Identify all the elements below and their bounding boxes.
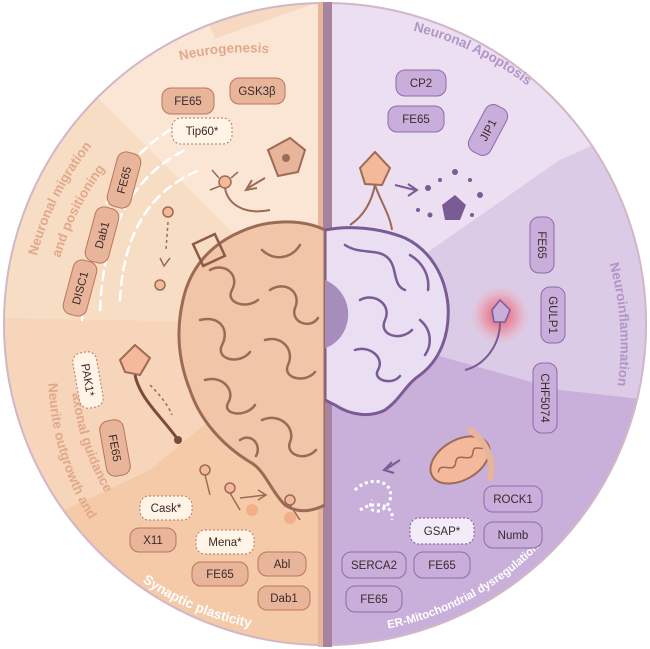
svg-text:FE65: FE65 — [174, 96, 202, 108]
pill-synaptic-fe65: FE65 — [191, 561, 249, 587]
pill-er-gsap: GSAP* — [409, 517, 475, 545]
pill-apoptosis-jip1: JIP1 — [467, 104, 509, 156]
brain-right — [325, 226, 450, 417]
pill-inflammation-gulp1: GULP1 — [540, 286, 566, 344]
svg-text:SERCA2: SERCA2 — [351, 560, 397, 572]
pill-er-rock1: ROCK1 — [483, 485, 543, 513]
svg-text:FE65: FE65 — [360, 594, 388, 606]
pill-synaptic-cask: Cask* — [139, 495, 193, 521]
apoptosis-illustration — [349, 150, 483, 231]
pill-synaptic-dab1: Dab1 — [257, 585, 311, 611]
svg-text:Mena*: Mena* — [208, 537, 242, 549]
synaptic-illustration — [199, 464, 301, 524]
pill-synaptic-mena: Mena* — [195, 529, 255, 555]
er-mito-illustration — [353, 427, 495, 521]
brain-left — [177, 220, 325, 513]
svg-text:ROCK1: ROCK1 — [493, 494, 533, 506]
migration-illustration — [154, 206, 174, 291]
pill-synaptic-abl: Abl — [257, 551, 307, 577]
svg-text:Dab1: Dab1 — [270, 593, 298, 605]
svg-text:GSK3β: GSK3β — [238, 86, 276, 98]
svg-text:FE65: FE65 — [206, 569, 234, 581]
svg-text:CP2: CP2 — [410, 78, 432, 90]
pill-er-serca2: SERCA2 — [341, 551, 407, 579]
svg-text:PAK1*: PAK1* — [78, 363, 96, 398]
pill-neurogenesis-gsk3b: GSK3β — [229, 77, 286, 105]
svg-text:FE65: FE65 — [402, 114, 430, 126]
svg-text:Cask*: Cask* — [151, 503, 182, 515]
svg-text:FE65: FE65 — [535, 231, 547, 259]
pill-inflammation-chf5074: CHF5074 — [532, 362, 558, 434]
neurite-illustration — [118, 343, 182, 444]
pill-synaptic-x11: X11 — [129, 527, 177, 553]
svg-text:Numb: Numb — [498, 530, 529, 542]
pill-apoptosis-fe65: FE65 — [387, 105, 445, 133]
pill-neurite-pak1: PAK1* — [72, 351, 104, 409]
inflammation-illustration — [464, 285, 530, 371]
pill-er-fe65-a: FE65 — [413, 551, 471, 579]
pill-neurogenesis-fe65: FE65 — [161, 87, 215, 115]
svg-text:X11: X11 — [143, 535, 163, 547]
pill-migration-fe65: FE65 — [106, 151, 142, 209]
svg-text:GSAP*: GSAP* — [424, 526, 461, 538]
pill-er-fe65-b: FE65 — [345, 585, 403, 613]
pill-neurogenesis-tip60: Tip60* — [171, 117, 233, 145]
pill-apoptosis-cp2: CP2 — [395, 69, 447, 97]
pill-neurite-fe65: FE65 — [99, 419, 131, 477]
neurogenesis-illustration — [209, 136, 307, 213]
svg-text:Tip60*: Tip60* — [186, 126, 219, 138]
svg-text:Abl: Abl — [274, 559, 291, 571]
pill-migration-disc1: DISC1 — [62, 259, 98, 317]
svg-text:FE65: FE65 — [106, 434, 123, 463]
pill-inflammation-fe65: FE65 — [529, 216, 555, 274]
pill-migration-dab1: Dab1 — [84, 206, 120, 264]
svg-text:FE65: FE65 — [428, 560, 456, 572]
pill-er-numb: Numb — [483, 521, 543, 549]
svg-text:CHF5074: CHF5074 — [538, 373, 550, 423]
svg-text:GULP1: GULP1 — [546, 296, 558, 334]
